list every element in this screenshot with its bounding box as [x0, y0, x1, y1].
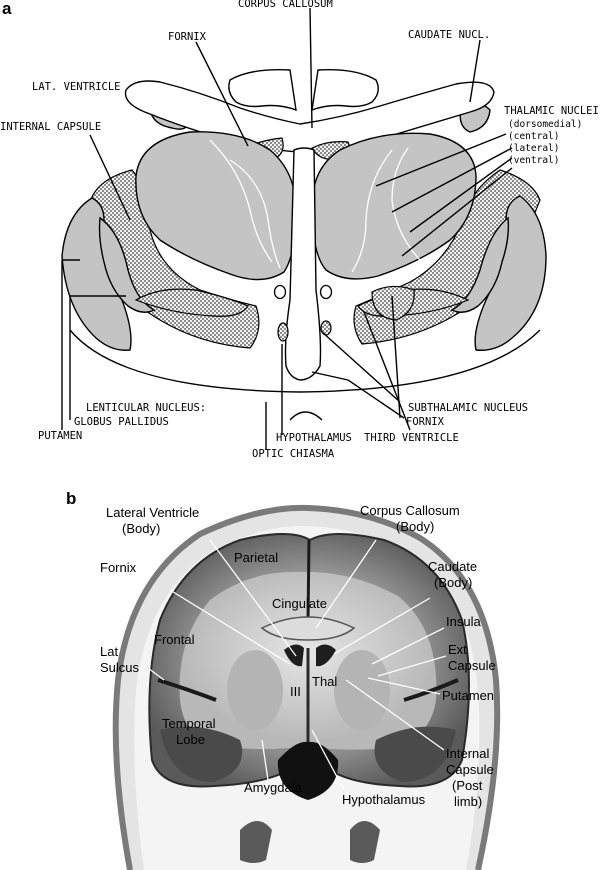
label-b-lat: Lat: [100, 644, 118, 659]
label-hypothalamus: HYPOTHALAMUS: [276, 432, 352, 444]
label-internal-capsule: INTERNAL CAPSULE: [0, 121, 101, 133]
label-b-putamen: Putamen: [442, 688, 494, 703]
label-corpus-callosum: CORPUS CALLOSUM: [238, 0, 333, 10]
label-b-sulcus: Sulcus: [100, 660, 140, 675]
label-subthalamic-nucleus: SUBTHALAMIC NUCLEUS: [408, 402, 528, 414]
label-lat-ventricle: LAT. VENTRICLE: [32, 81, 121, 93]
panel-a: a: [0, 0, 599, 460]
label-b-capsule-int: Capsule: [446, 762, 494, 777]
optic-chiasma-arc: [289, 411, 323, 421]
mri-lat-sulcus-left: [157, 678, 217, 702]
panel-b-letter: b: [66, 489, 76, 508]
globus-pallidus-right: [450, 216, 510, 313]
panel-a-letter: a: [2, 0, 12, 18]
label-b-corpus-callosum-2: (Body): [396, 519, 434, 534]
mri-putamen-right: [334, 650, 390, 730]
mri-lat-ventricle-right: [316, 644, 336, 667]
panel-a-leaders: [61, 7, 513, 450]
putamen-right: [474, 195, 547, 351]
label-b-amygdala: Amygdala: [244, 780, 303, 795]
label-b-corpus-callosum: Corpus Callosum: [360, 503, 460, 518]
label-b-lateral-ventricle-2: (Body): [122, 521, 160, 536]
basal-outline: [69, 329, 541, 393]
mri-lower-right: [350, 821, 380, 863]
corpus-callosum-right: [311, 69, 379, 112]
thalamus-left-lamina: [209, 139, 273, 263]
mri-interhemispheric-fissure: [306, 539, 311, 621]
label-b-thal: Thal: [312, 674, 337, 689]
label-dorsomedial: (dorsomedial): [508, 119, 582, 130]
mammillary-left: [277, 322, 289, 342]
thalamus-right-lamina: [351, 149, 393, 273]
label-thalamic-nuclei: THALAMIC NUCLEI: [504, 105, 599, 117]
label-globus-pallidus: GLOBUS PALLIDUS: [74, 416, 169, 428]
mri-temporal-left: [160, 726, 243, 782]
label-optic-chiasma: OPTIC CHIASMA: [252, 448, 335, 460]
label-b-ext: Ext: [448, 642, 467, 657]
label-ventral: (ventral): [508, 155, 559, 166]
panel-b-leaders: [147, 539, 447, 791]
mri-suprasellar: [277, 741, 339, 800]
label-fornix-top: FORNIX: [168, 31, 207, 43]
label-b-fornix: Fornix: [100, 560, 137, 575]
globus-pallidus-left: [98, 216, 156, 313]
label-b-limb: limb): [454, 794, 482, 809]
label-caudate-nucl: CAUDATE NUCL.: [408, 29, 490, 41]
label-b-post: (Post: [452, 778, 483, 793]
mri-putamen-left: [227, 650, 283, 730]
panel-b: b: [66, 489, 501, 870]
label-b-capsule: Capsule: [448, 658, 496, 673]
label-b-insula: Insula: [446, 614, 481, 629]
thalamus-right: [311, 132, 477, 280]
label-lateral: (lateral): [508, 143, 559, 154]
label-b-lobe: Lobe: [176, 732, 205, 747]
label-b-internal: Internal: [446, 746, 489, 761]
label-b-lateral-ventricle: Lateral Ventricle: [106, 505, 199, 520]
label-fornix-bottom: FORNIX: [406, 416, 445, 428]
label-third-ventricle: THIRD VENTRICLE: [364, 432, 459, 444]
thalamus-left-lamina-2: [229, 159, 281, 269]
corpus-callosum-left: [228, 69, 297, 112]
fornix-column-right: [319, 284, 333, 300]
mri-lower-left: [240, 821, 272, 863]
label-b-hypothalamus: Hypothalamus: [342, 792, 426, 807]
mri-lat-sulcus-right: [403, 678, 459, 702]
label-b-iii: III: [290, 684, 301, 699]
label-putamen: PUTAMEN: [38, 430, 82, 442]
mri-temporal-right: [374, 726, 456, 782]
thalamus-right-lamina-2: [391, 147, 421, 261]
label-b-parietal: Parietal: [234, 550, 278, 565]
label-lenticular-nucleus: LENTICULAR NUCLEUS:: [86, 402, 206, 414]
label-b-frontal: Frontal: [154, 632, 195, 647]
mri-lat-ventricle-left: [284, 644, 304, 667]
label-central: (central): [508, 131, 559, 142]
label-b-temporal: Temporal: [162, 716, 216, 731]
label-b-cingulate: Cingulate: [272, 596, 327, 611]
subthalamic-left: [134, 288, 249, 317]
label-b-caudate: Caudate: [428, 559, 477, 574]
label-b-caudate-2: (Body): [434, 575, 472, 590]
fornix-column-left: [273, 284, 287, 300]
third-ventricle: [284, 147, 322, 381]
